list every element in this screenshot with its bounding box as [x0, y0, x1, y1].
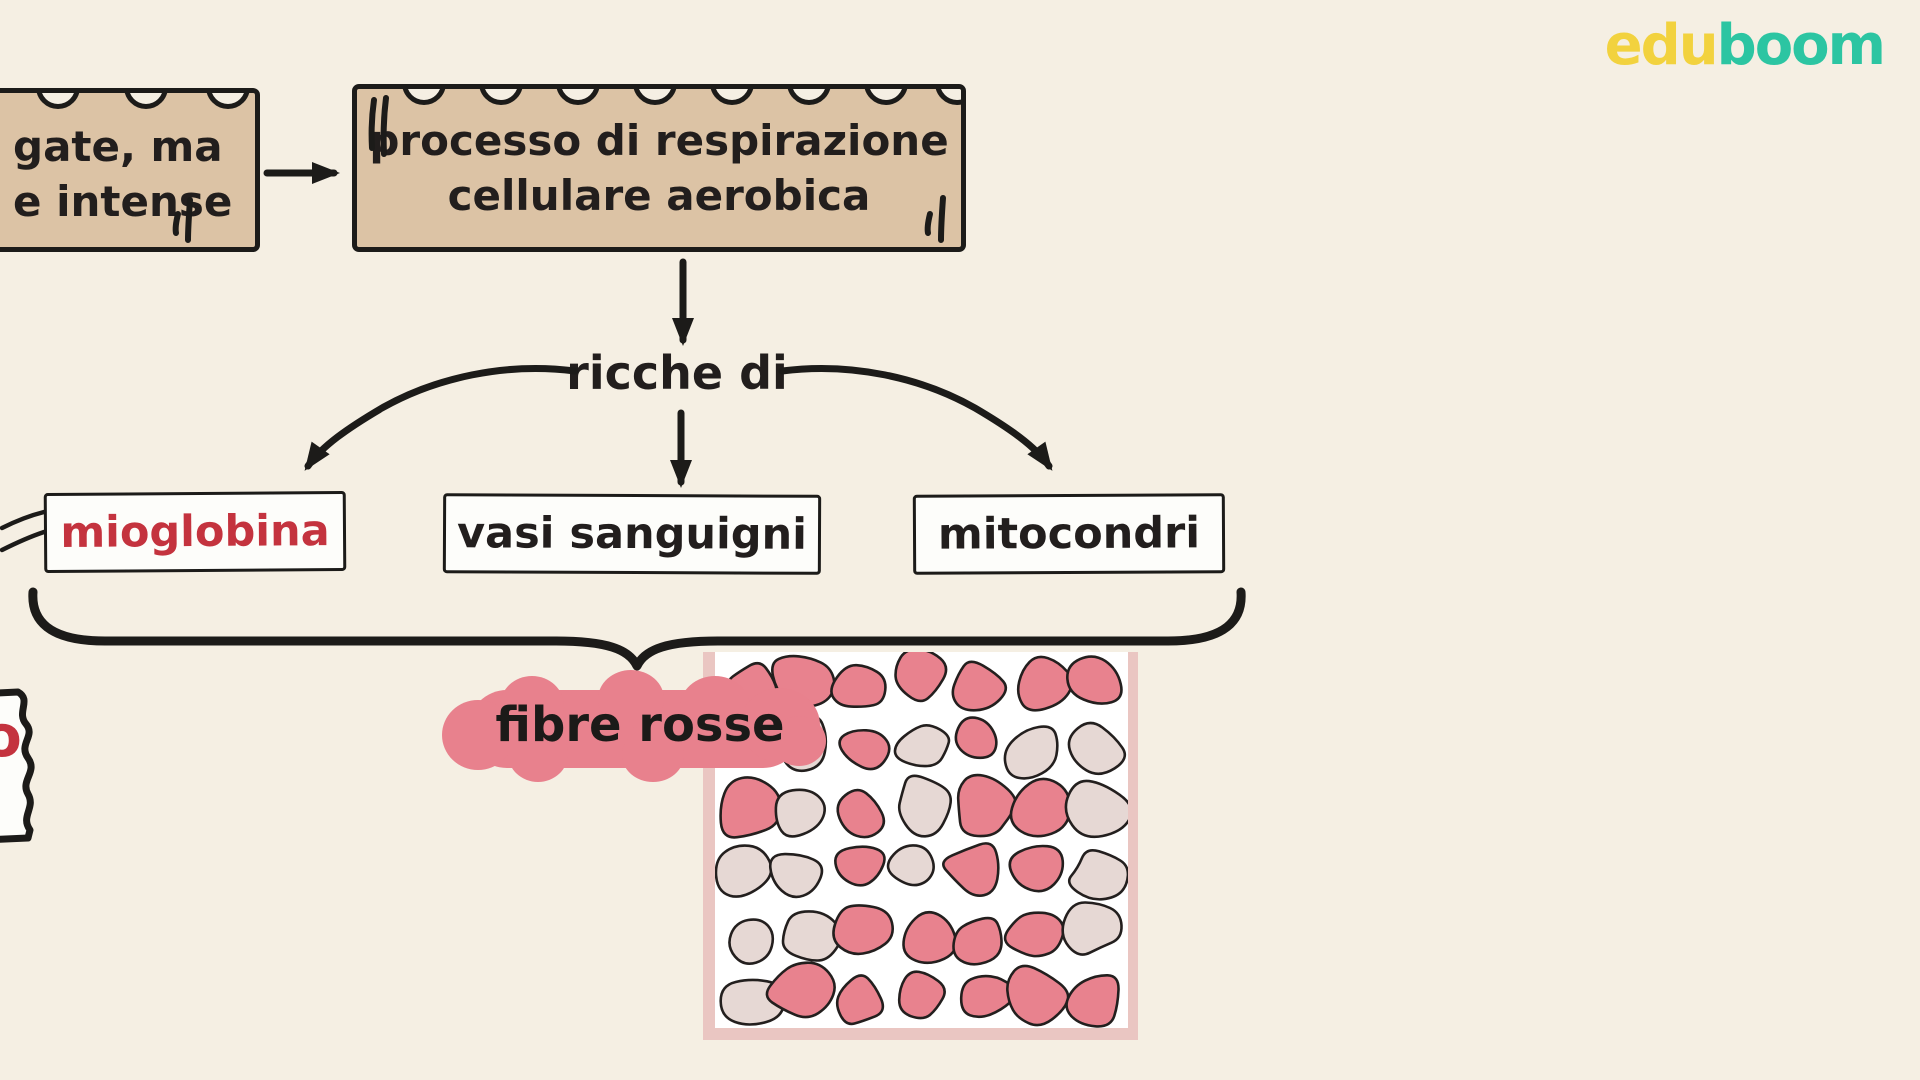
muscle-cell: [1008, 844, 1065, 893]
component-label: mitocondri: [937, 508, 1201, 560]
muscle-cell: [956, 773, 1018, 838]
connector-squiggle: [0, 509, 47, 531]
component-label: vasi sanguigni: [456, 508, 808, 560]
muscle-cell: [838, 728, 891, 771]
muscle-cell: [1006, 964, 1070, 1027]
branch-arrow-right-icon: [778, 365, 1053, 471]
fragment-letter: o: [0, 702, 22, 770]
muscle-cell: [728, 918, 775, 965]
highlight-blob: [598, 670, 664, 728]
muscle-cell: [836, 788, 886, 839]
muscle-cell: [1016, 655, 1074, 712]
muscle-cell: [768, 852, 824, 899]
highlight-blob: [680, 676, 750, 738]
component-label: mioglobina: [60, 506, 330, 558]
muscle-cell: [952, 916, 1003, 966]
muscle-cell: [897, 970, 946, 1020]
muscle-cell: [781, 910, 843, 962]
note-line: cellulare aerobica: [447, 171, 871, 220]
muscle-cell: [894, 652, 948, 703]
highlight-blob: [508, 726, 568, 782]
note-box-process: processo di respirazione cellulare aerob…: [352, 84, 966, 252]
muscle-cell: [1061, 901, 1123, 956]
note-line: processo di respirazione: [369, 116, 949, 165]
connector-label: ricche di: [566, 346, 788, 400]
muscle-cell: [765, 961, 836, 1019]
note-line: gate, ma: [13, 122, 223, 171]
muscle-cell: [1003, 725, 1059, 780]
component-box-mioglobina: mioglobina: [43, 490, 347, 574]
muscle-cell: [715, 844, 773, 898]
note-box-process-text: processo di respirazione cellulare aerob…: [357, 89, 961, 247]
eduboom-logo: eduboom: [1605, 18, 1886, 74]
muscle-cell: [951, 660, 1008, 712]
muscle-cell: [832, 904, 894, 956]
muscle-cell: [1064, 779, 1128, 839]
logo-edu: edu: [1604, 13, 1719, 78]
muscle-cell: [1065, 973, 1120, 1028]
muscle-cell: [902, 910, 958, 965]
muscle-cell: [1067, 848, 1128, 901]
muscle-cell: [893, 723, 951, 768]
component-box-mitocondri: mitocondri: [912, 493, 1226, 575]
muscle-cell: [1067, 721, 1127, 776]
muscle-cell: [830, 663, 887, 709]
muscle-cell: [1066, 655, 1123, 705]
muscle-cell: [1003, 911, 1065, 958]
muscle-cell: [954, 716, 998, 760]
highlight-blob: [622, 728, 684, 782]
muscle-cell: [942, 842, 1000, 897]
highlight-blob: [772, 716, 826, 766]
note-line: e intense: [13, 177, 233, 226]
muscle-cell: [886, 844, 935, 887]
note-box-clipped-text: gate, ma e intense: [0, 93, 255, 247]
note-box-clipped: gate, ma e intense: [0, 88, 260, 252]
connector-squiggle: [0, 529, 47, 553]
fibre-rosse-label: fibre rosse: [495, 697, 785, 753]
muscle-cell: [719, 776, 783, 839]
muscle-cell: [897, 774, 953, 838]
muscle-cell: [834, 845, 886, 887]
logo-boom: boom: [1716, 13, 1886, 78]
muscle-cell: [1009, 777, 1072, 838]
muscle-cell: [835, 974, 885, 1026]
branch-arrow-left-icon: [304, 365, 579, 471]
component-box-vasi-sanguigni: vasi sanguigni: [442, 493, 822, 575]
muscle-cell: [774, 788, 826, 838]
